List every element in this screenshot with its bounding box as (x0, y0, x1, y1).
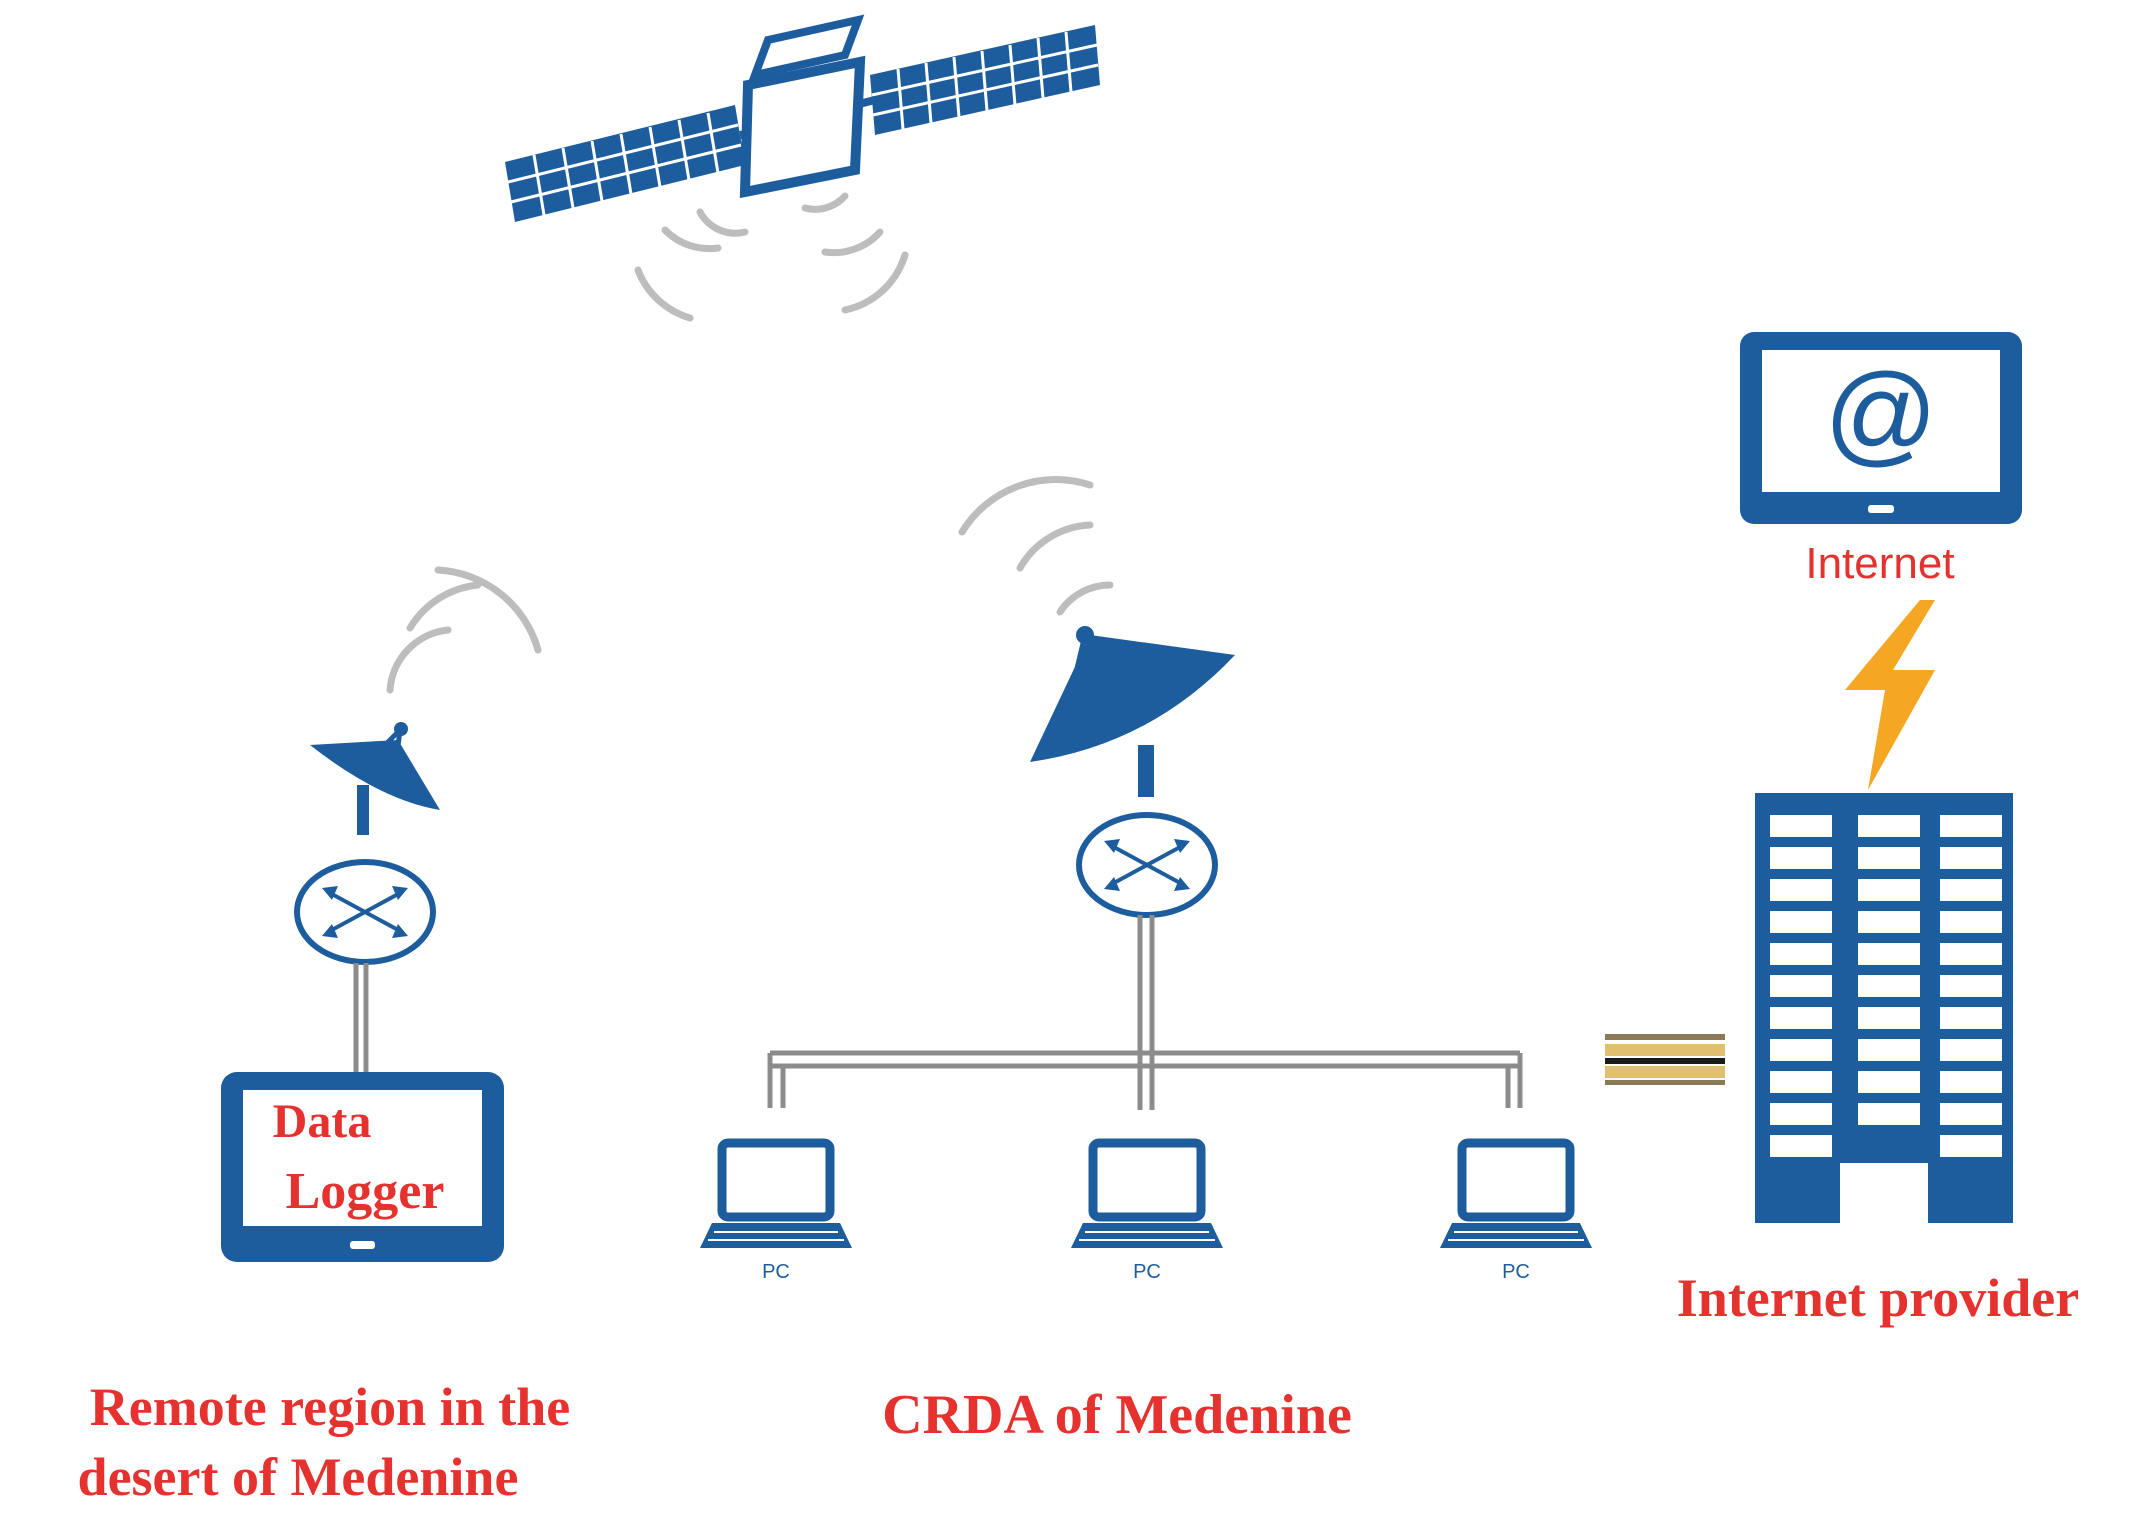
building-window (1940, 815, 2002, 837)
building-window (1858, 879, 1920, 901)
building-window (1770, 1135, 1832, 1157)
data-logger-label-line1: Data (273, 1095, 372, 1148)
remote-router-icon (294, 859, 436, 965)
building-window (1770, 975, 1832, 997)
building-window (1858, 1039, 1920, 1061)
building-window (1940, 1071, 2002, 1093)
building-window (1858, 1007, 1920, 1029)
satellite-icon (505, 14, 1100, 222)
building-window (1770, 1007, 1832, 1029)
building-window (1770, 1071, 1832, 1093)
crda-satellite-dish-icon (1030, 626, 1235, 797)
building-window (1770, 1103, 1832, 1125)
internet-label: Internet (1805, 539, 1954, 588)
building-window (1940, 911, 2002, 933)
provider-building-icon (1755, 793, 2013, 1223)
building-window (1940, 1103, 2002, 1125)
building-window (1940, 1007, 2002, 1029)
remote-region-label-line1: Remote region in the (90, 1377, 570, 1437)
building-window (1858, 943, 1920, 965)
crda-label: CRDA of Medenine (882, 1384, 1352, 1446)
remote-satellite-dish-icon (310, 722, 440, 835)
remote-dish-waves (386, 566, 542, 694)
crda-router-icon (1076, 812, 1218, 918)
building-window (1940, 1135, 2002, 1157)
lan-bus (767, 915, 1523, 1110)
building-window (1770, 943, 1832, 965)
lightning-bolt-icon (1845, 600, 1935, 790)
building-window (1858, 975, 1920, 997)
building-window (1770, 815, 1832, 837)
building-window (1770, 911, 1832, 933)
pc-label-1: PC (762, 1261, 790, 1283)
pc-laptop-3: PC (1440, 1138, 1592, 1283)
data-logger: Data Logger (221, 1072, 504, 1262)
pc-label-3: PC (1502, 1261, 1530, 1283)
building-window (1858, 815, 1920, 837)
building-window (1940, 1039, 2002, 1061)
building-window (1858, 847, 1920, 869)
pc-laptop-2: PC (1071, 1138, 1223, 1283)
building-window (1858, 1071, 1920, 1093)
at-sign-icon: @ (1824, 351, 1938, 476)
satellite-signal-waves (634, 192, 909, 322)
pc-label-2: PC (1133, 1261, 1161, 1283)
building-window (1858, 911, 1920, 933)
building-window (1770, 847, 1832, 869)
building-window (1940, 847, 2002, 869)
building-window (1940, 879, 2002, 901)
remote-cable (353, 963, 369, 1072)
crda-dish-waves (958, 476, 1114, 616)
building-window (1940, 943, 2002, 965)
building-window (1940, 975, 2002, 997)
building-window (1770, 1039, 1832, 1061)
building-window (1770, 879, 1832, 901)
pc-laptop-1: PC (700, 1138, 852, 1283)
remote-region-label-line2: desert of Medenine (78, 1447, 519, 1507)
data-logger-label-line2: Logger (286, 1163, 445, 1220)
building-window (1858, 1103, 1920, 1125)
internet-provider-label: Internet provider (1677, 1268, 2079, 1328)
provider-link-cable (1605, 1032, 1725, 1086)
internet-monitor-icon: @ (1740, 332, 2022, 524)
